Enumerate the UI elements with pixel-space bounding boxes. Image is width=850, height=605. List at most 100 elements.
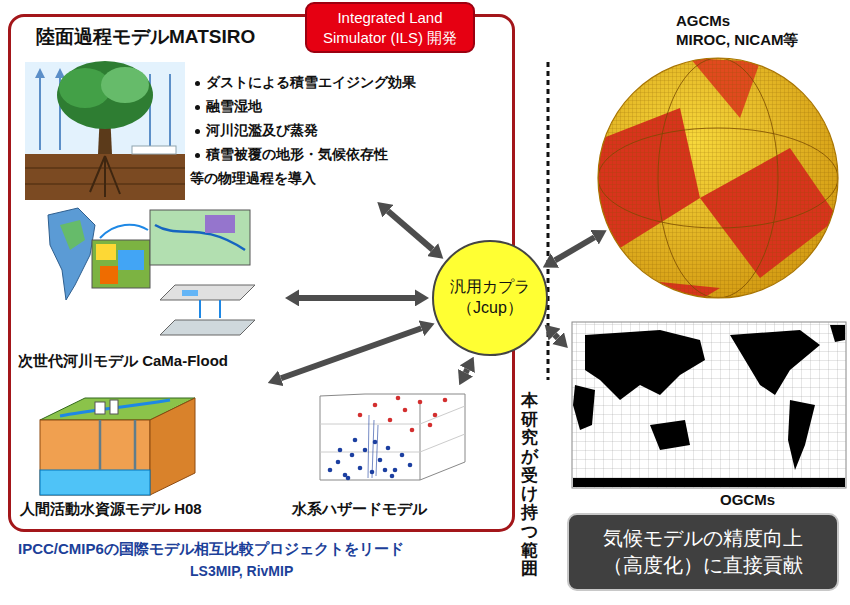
river-model-illustration — [205, 215, 235, 233]
river-model-illustration — [118, 250, 144, 270]
water-resource-illustration — [100, 420, 135, 470]
connector-arrow — [466, 369, 468, 373]
water-resource-illustration — [40, 398, 195, 495]
note-text: 等の物理過程を導入 — [190, 170, 316, 187]
model-label: MIROC, NICAM等 — [676, 31, 799, 49]
hazard-chart — [393, 468, 398, 473]
hazard-chart — [328, 438, 413, 481]
model-label: 人間活動水資源モデル H08 — [20, 500, 202, 518]
hazard-chart — [396, 396, 401, 401]
project-note: IPCC/CMIP6の国際モデル相互比較プロジェクトをリード — [18, 540, 404, 559]
hazard-chart — [400, 453, 405, 458]
river-model-illustration — [150, 210, 250, 265]
hazard-chart — [320, 394, 465, 480]
model-label: OGCMs — [720, 491, 775, 509]
globe — [658, 58, 778, 298]
hazard-chart — [428, 423, 433, 428]
river-model-illustration — [100, 225, 148, 238]
hazard-chart — [403, 408, 408, 413]
connector-arrow — [299, 295, 415, 301]
hazard-chart — [353, 438, 358, 443]
connector-arrow — [388, 211, 433, 250]
ocean-map — [585, 330, 705, 400]
hazard-chart — [378, 458, 383, 463]
result-label: 気候モデルの精度向上 （高度化）に直接貢献 — [593, 525, 813, 579]
water-resource-illustration — [40, 420, 150, 495]
river-model-illustration — [160, 285, 255, 300]
globe — [598, 58, 838, 300]
river-model-illustration — [100, 266, 118, 284]
globe — [598, 58, 838, 298]
globe — [598, 58, 838, 298]
hazard-chart — [358, 466, 363, 471]
river-model-illustration — [200, 300, 220, 318]
atmosphere-model: AGCMsMIROC, NICAM等 — [585, 8, 848, 300]
scope-divider — [547, 62, 550, 380]
ocean-map — [572, 322, 846, 488]
water-resource-illustration — [110, 400, 118, 414]
land-surface-illustration — [132, 146, 176, 154]
river-model-illustration — [182, 290, 198, 296]
river-model-illustration — [92, 240, 150, 288]
title-tab: Integrated Land Simulator (ILS) 開発 — [305, 2, 475, 53]
result-box: 気候モデルの精度向上 （高度化）に直接貢献 — [567, 513, 839, 591]
ocean-map — [730, 330, 820, 395]
model-label: 水系ハザードモデル — [292, 500, 427, 518]
water-resource-model: 人間活動水資源モデル H08 — [15, 384, 280, 526]
hazard-chart — [358, 413, 363, 418]
hazard-chart — [320, 406, 465, 452]
land-surface-illustration — [25, 62, 185, 154]
hazard-chart — [418, 400, 423, 405]
river-model-illustration — [60, 220, 85, 250]
connector-arrow — [281, 328, 422, 378]
coupler-label: 汎用カプラ （Jcup） — [446, 277, 534, 319]
hazard-chart — [370, 470, 375, 475]
bullet-item: 融雪湿地 — [206, 98, 262, 115]
globe — [598, 128, 838, 228]
ocean-map — [573, 478, 845, 487]
hazard-chart — [388, 418, 393, 423]
hazard-chart — [336, 460, 341, 465]
bullet-item: 積雪被覆の地形・気候依存性 — [206, 146, 388, 163]
hazard-chart — [368, 415, 378, 478]
hazard-chart — [320, 394, 465, 480]
land-surface-illustration — [90, 156, 120, 197]
scope-label: 本研究が受け持つ範囲 — [521, 392, 538, 579]
bullet-dot — [195, 153, 200, 158]
ocean-map — [650, 420, 690, 450]
bullet-item: ダストによる積雪エイジング効果 — [206, 74, 416, 91]
hazard-chart — [443, 398, 448, 403]
land-surface-illustration — [57, 61, 153, 129]
hazard-chart — [383, 468, 388, 473]
bullet-dot — [195, 81, 200, 86]
model-heading: AGCMs — [676, 12, 730, 30]
water-resource-illustration — [150, 398, 195, 495]
land-surface-illustration — [101, 67, 149, 103]
globe — [598, 58, 838, 300]
ocean-map — [572, 322, 846, 488]
hazard-chart — [346, 476, 351, 481]
hazard-chart — [363, 448, 368, 453]
ocean-model: OGCMs — [570, 318, 848, 513]
hazard-chart — [338, 448, 343, 453]
ocean-map — [788, 400, 815, 470]
hazard-chart — [386, 446, 391, 451]
hazard-chart — [390, 474, 395, 479]
bullet-dot — [195, 129, 200, 134]
river-model-illustration — [48, 208, 95, 300]
coupler-circle: 汎用カプラ （Jcup） — [432, 240, 548, 356]
water-resource-illustration — [95, 402, 105, 414]
hazard-chart — [350, 453, 355, 458]
hazard-model: 水系ハザードモデル — [288, 388, 480, 526]
river-model-illustration — [160, 320, 255, 335]
river-model-illustration — [96, 244, 116, 260]
land-surface-illustration — [25, 61, 185, 200]
ocean-map — [572, 322, 846, 488]
connector-arrow — [555, 335, 558, 339]
bullet-item: 河川氾濫及び蒸発 — [206, 122, 318, 139]
model-heading: 陸面過程モデルMATSIRO — [36, 26, 255, 49]
water-resource-illustration — [40, 470, 150, 495]
hazard-chart — [373, 440, 378, 445]
bullet-dot — [195, 105, 200, 110]
land-surface-illustration — [25, 154, 185, 200]
